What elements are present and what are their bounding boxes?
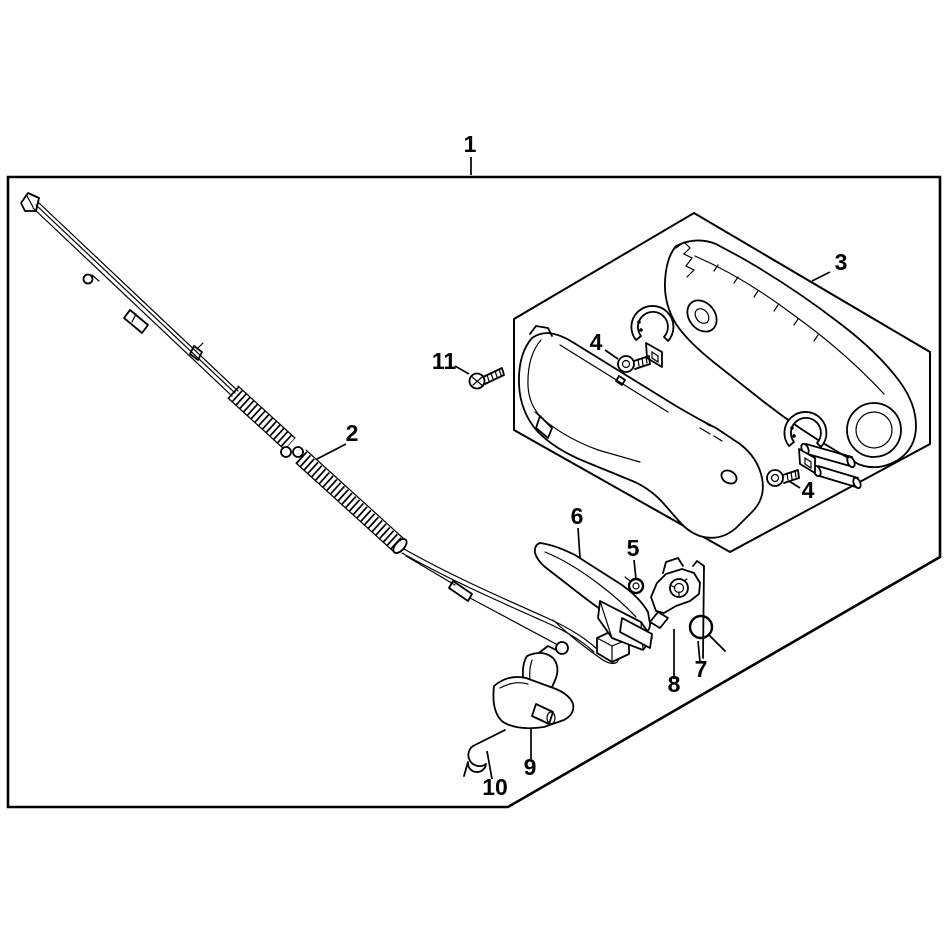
screw-upper-drawing xyxy=(617,355,651,373)
torsion-spring-drawing xyxy=(463,729,506,777)
handle-housing-drawing xyxy=(518,239,917,539)
callout-number-2: 2 xyxy=(346,420,359,446)
callout-number-3: 3 xyxy=(835,249,848,275)
screw-lower-drawing xyxy=(766,469,800,487)
throttle-rod-drawing xyxy=(649,557,701,629)
throttle-trigger-drawing xyxy=(533,542,653,651)
callout-leader-4 xyxy=(788,480,801,489)
main-frame-outline xyxy=(6,175,942,809)
callout-number-1: 1 xyxy=(464,131,477,157)
main-frame xyxy=(6,175,942,809)
callout-number-8: 8 xyxy=(668,671,681,697)
callout-leader-10 xyxy=(486,750,493,780)
throttle-cable-drawing xyxy=(20,192,630,664)
callout-number-4: 4 xyxy=(802,477,815,503)
callout-leader-4 xyxy=(604,349,619,360)
trigger-interlock-drawing xyxy=(492,645,575,730)
embossed-marking xyxy=(699,421,723,442)
callout-leader-3 xyxy=(811,271,831,282)
callout-leader-5 xyxy=(633,559,637,580)
retaining-clip-drawing xyxy=(688,560,726,659)
callout-leader-2 xyxy=(316,443,347,460)
subassembly-sheet-outline xyxy=(513,211,931,554)
callout-number-10: 10 xyxy=(482,774,508,800)
callout-number-4: 4 xyxy=(590,329,603,355)
cable-ball-end xyxy=(555,641,569,655)
callout-number-9: 9 xyxy=(524,754,537,780)
callout-leader-7 xyxy=(697,640,701,663)
callout-number-5: 5 xyxy=(627,535,640,561)
subassembly-sheet xyxy=(513,211,931,554)
clamp-upper-drawing xyxy=(630,305,675,368)
callout-number-7: 7 xyxy=(695,656,708,682)
callout-number-6: 6 xyxy=(571,503,584,529)
tapping-screw-drawing xyxy=(468,367,505,390)
callout-leader-6 xyxy=(577,527,581,559)
callout-leader-11 xyxy=(454,365,470,375)
callout-number-11: 11 xyxy=(432,348,457,374)
clamp-lower-drawing xyxy=(783,411,828,474)
callouts: 1 2 3 4 4 5 6 78 9 10 11 xyxy=(316,131,848,800)
